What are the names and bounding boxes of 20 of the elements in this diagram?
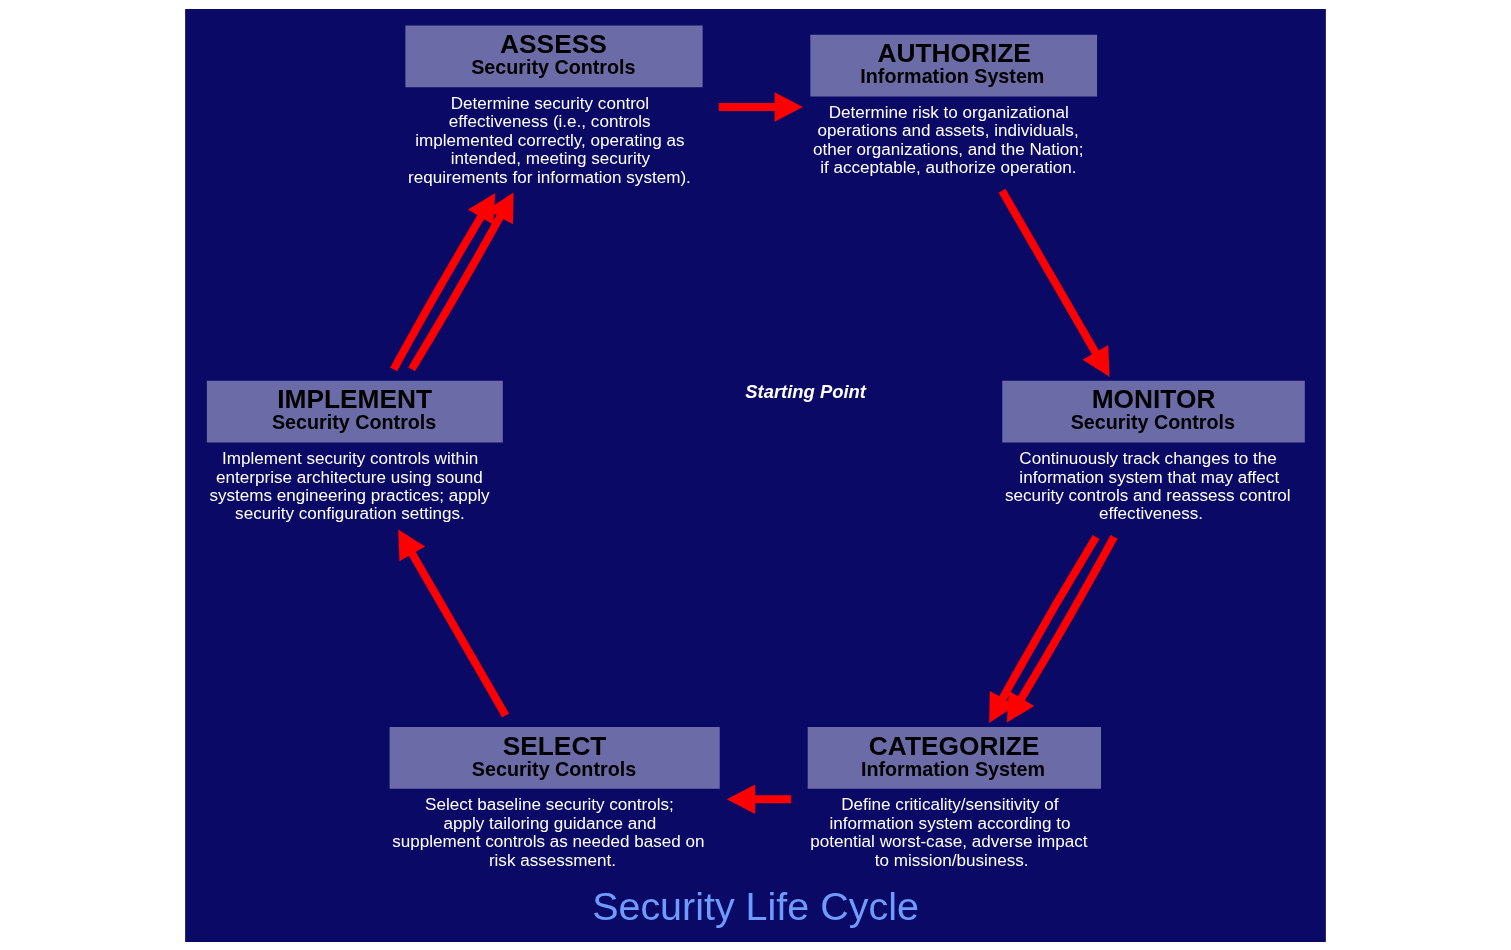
arrow xyxy=(390,192,496,371)
node-label: Continuously track changes to the information system that may affect security controls and reassess control effectiveness. xyxy=(1004,448,1291,523)
label: Starting Point xyxy=(745,380,866,401)
node-box: ASSESS Security Controls xyxy=(405,24,703,87)
arrow xyxy=(998,188,1110,377)
arrow xyxy=(398,528,510,717)
node-label: Define criticality/sensitivity of information system according to potential worst-case, adverse impact to mission/business. xyxy=(810,794,1088,870)
node-box: AUTHORIZE Information System xyxy=(810,34,1098,96)
node-label: Select baseline security controls; apply tailoring guidance and supplement controls as needed based on risk assessment. xyxy=(392,794,705,870)
node-label: Implement security controls within enterprise architecture using sound systems engineering practices; apply security configuration settings. xyxy=(209,448,490,523)
node-label: Determine risk to organizational operations and assets, individuals, other organizations, and the Nation; if acceptable, authorize operation. xyxy=(812,102,1084,177)
arrow xyxy=(989,534,1100,723)
node-box: CATEGORIZE Information System xyxy=(807,726,1101,789)
node-box: SELECT Security Controls xyxy=(389,726,720,789)
arrow xyxy=(1006,534,1118,722)
node-box: MONITOR Security Controls xyxy=(1002,380,1305,443)
diagram-title: Security Life Cycle xyxy=(592,883,919,928)
node-box: IMPLEMENT Security Controls xyxy=(206,380,503,443)
node-label: Determine security control effectiveness (i.e., controls implemented correctly, operating as intended, meeting security requirements for information system). xyxy=(408,93,691,186)
arrow xyxy=(408,191,514,371)
